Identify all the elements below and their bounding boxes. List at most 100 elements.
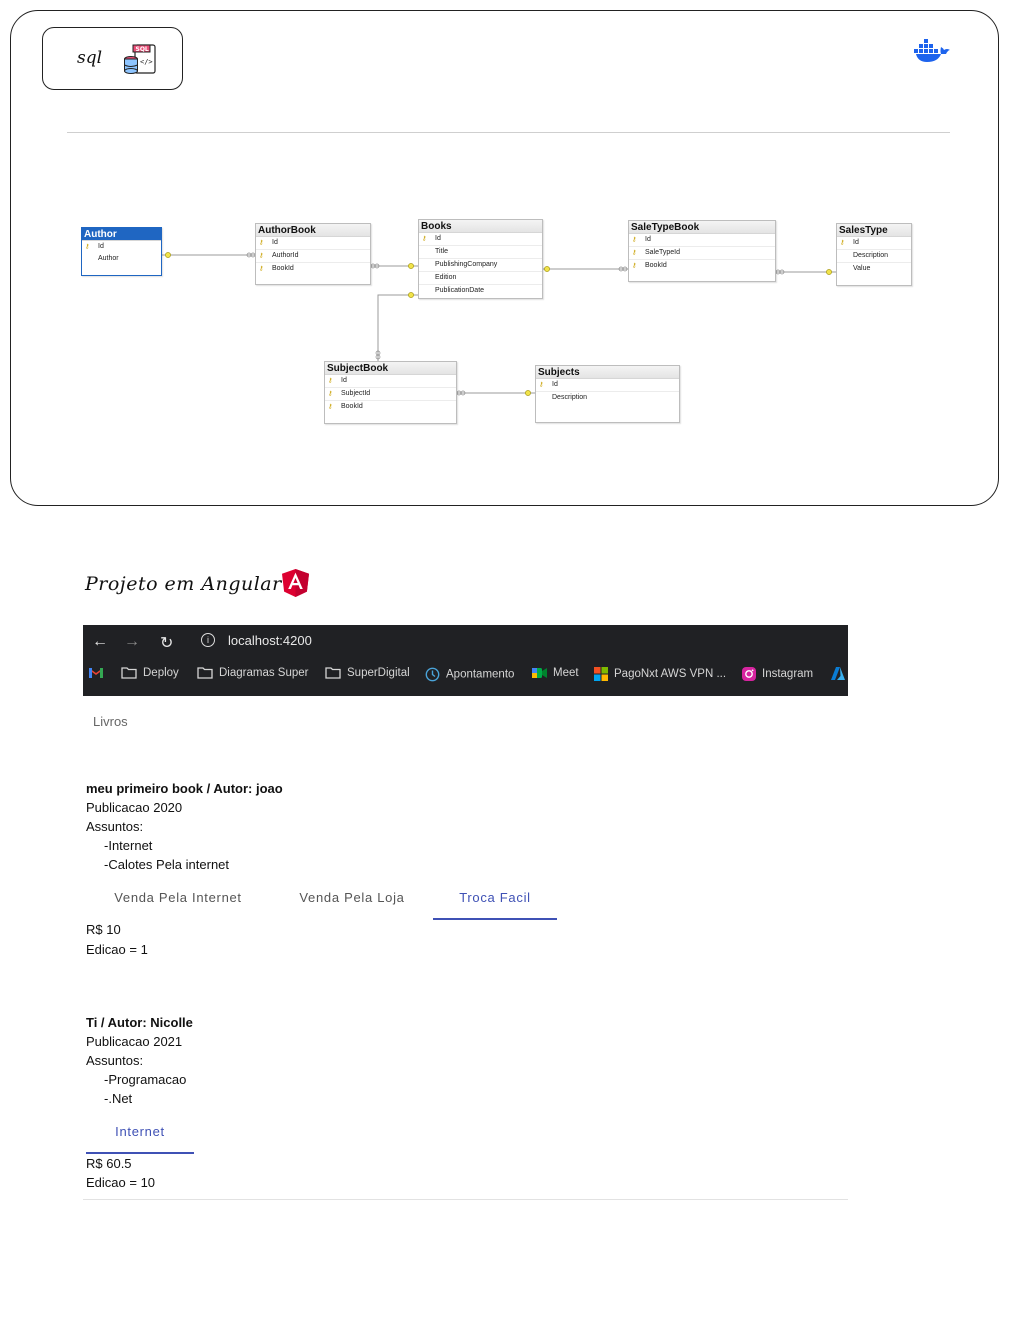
divider [67, 132, 950, 133]
er-column: ⚷Id [837, 237, 911, 250]
tab-venda-pela-internet[interactable]: Venda Pela Internet [114, 890, 242, 905]
clock-icon [425, 667, 440, 682]
bookmark-azure[interactable] [831, 667, 851, 680]
book-price: R$ 10 [86, 922, 121, 937]
er-column: PublishingCompany [419, 259, 542, 272]
svg-text:SQL: SQL [136, 46, 149, 53]
key-icon: ⚷ [328, 404, 333, 410]
er-table-salestype[interactable]: SalesType ⚷Id Description Value [836, 223, 912, 286]
key-icon: ⚷ [328, 378, 333, 384]
book-heading: meu primeiro book / Autor: joao [86, 781, 283, 796]
svg-text:</>: </> [140, 58, 153, 66]
er-column: Edition [419, 272, 542, 285]
bookmark-diagramas-super[interactable]: Diagramas Super [197, 667, 308, 679]
er-column: ⚷Id [256, 237, 370, 250]
active-tab-indicator [86, 1152, 194, 1154]
key-icon: ⚷ [632, 250, 637, 256]
book-heading: Ti / Autor: Nicolle [86, 1015, 193, 1030]
er-table-title: AuthorBook [256, 224, 370, 237]
er-table-subjectbook[interactable]: SubjectBook ⚷Id ⚷SubjectId ⚷BookId [324, 361, 457, 424]
folder-icon [325, 667, 341, 679]
er-table-title: SalesType [837, 224, 911, 237]
er-table-saletypebook[interactable]: SaleTypeBook ⚷Id ⚷SaleTypeId ⚷BookId [628, 220, 776, 282]
er-table-books[interactable]: Books ⚷Id Title PublishingCompany Editio… [418, 219, 543, 299]
er-column: ⚷Id [629, 234, 775, 247]
book-price: R$ 60.5 [86, 1156, 132, 1171]
key-icon: ⚷ [259, 266, 264, 272]
tab-internet[interactable]: Internet [115, 1124, 165, 1139]
sql-badge: sql SQL </> [42, 27, 183, 90]
book-edition: Edicao = 10 [86, 1175, 156, 1190]
er-table-authorbook[interactable]: AuthorBook ⚷Id ⚷AuthorId ⚷BookId [255, 223, 371, 285]
bookmark-superdigital[interactable]: SuperDigital [325, 667, 410, 679]
key-icon: ⚷ [539, 382, 544, 388]
subject-item: -Calotes Pela internet [104, 857, 230, 872]
sql-database-icon: SQL </> [124, 44, 156, 74]
microsoft-icon [594, 667, 608, 681]
section-title: Projeto em Angular [85, 573, 282, 595]
instagram-icon [742, 667, 756, 681]
key-icon: ⚷ [85, 244, 90, 250]
er-column: Value [853, 265, 871, 272]
bookmark-instagram[interactable]: Instagram [742, 667, 813, 681]
tab-troca-facil[interactable]: Troca Facil [459, 890, 531, 905]
er-table-title: Books [419, 220, 542, 233]
er-column: Title [419, 246, 542, 259]
site-info-icon[interactable]: i [201, 633, 215, 647]
sql-label: sql [77, 48, 103, 68]
folder-icon [197, 667, 213, 679]
er-column: ⚷BookId [325, 401, 456, 413]
folder-icon [121, 667, 137, 679]
subjects-label: Assuntos: [86, 1053, 144, 1068]
er-table-title: Subjects [536, 366, 679, 379]
er-column: ⚷BookId [256, 263, 370, 275]
er-column: ⚷SubjectId [325, 388, 456, 401]
er-column: Description [837, 250, 911, 263]
tab-venda-pela-loja[interactable]: Venda Pela Loja [299, 890, 405, 905]
bookmark-deploy[interactable]: Deploy [121, 667, 179, 679]
er-table-title: Author [82, 228, 161, 241]
meet-icon [532, 668, 547, 678]
subjects-label: Assuntos: [86, 819, 144, 834]
key-icon: ⚷ [840, 240, 845, 246]
key-icon: ⚷ [259, 240, 264, 246]
book-edition: Edicao = 1 [86, 942, 148, 957]
bookmark-meet[interactable]: Meet [532, 667, 579, 679]
forward-arrow-icon[interactable]: → [124, 633, 140, 650]
er-table-title: SubjectBook [325, 362, 456, 375]
er-column: ⚷AuthorId [256, 250, 370, 263]
nav-tab-livros[interactable]: Livros [93, 714, 128, 729]
er-column: Description [552, 394, 588, 401]
er-table-title: SaleTypeBook [629, 221, 775, 234]
bookmark-pagonxt-vpn[interactable]: PagoNxt AWS VPN ... [594, 667, 726, 681]
azure-icon [831, 667, 845, 680]
book-publication: Publicacao 2021 [86, 1034, 183, 1049]
reload-icon[interactable]: ↻ [160, 635, 174, 652]
url-text: localhost:4200 [228, 633, 312, 648]
er-column: ⚷Id [536, 379, 679, 392]
active-tab-indicator [433, 918, 557, 920]
er-column: ⚷BookId [629, 260, 775, 272]
key-icon: ⚷ [632, 237, 637, 243]
divider [83, 1199, 848, 1200]
back-arrow-icon[interactable]: ← [92, 633, 108, 650]
browser-chrome: ← → ↻ i localhost:4200 Deploy Diagramas … [83, 625, 848, 696]
er-column: PublicationDate [435, 287, 485, 294]
address-bar[interactable]: i localhost:4200 [195, 629, 595, 653]
bookmark-apontamento[interactable]: Apontamento [425, 667, 514, 682]
key-icon: ⚷ [328, 391, 333, 397]
er-table-author[interactable]: Author ⚷Id Author [81, 227, 162, 276]
relationship-lines [161, 252, 836, 396]
sql-diagram-frame [10, 10, 999, 506]
er-table-subjects[interactable]: Subjects ⚷Id Description [535, 365, 680, 423]
er-column: ⚷Id [419, 233, 542, 246]
book-publication: Publicacao 2020 [86, 800, 183, 815]
key-icon: ⚷ [422, 236, 427, 242]
er-column: ⚷SaleTypeId [629, 247, 775, 260]
bookmark-gmail[interactable] [89, 667, 109, 679]
subject-item: -Internet [104, 838, 153, 853]
er-column: Author [98, 255, 119, 262]
er-column: ⚷Id [325, 375, 456, 388]
er-column: ⚷Id [82, 241, 161, 253]
subject-item: -Programacao [104, 1072, 187, 1087]
